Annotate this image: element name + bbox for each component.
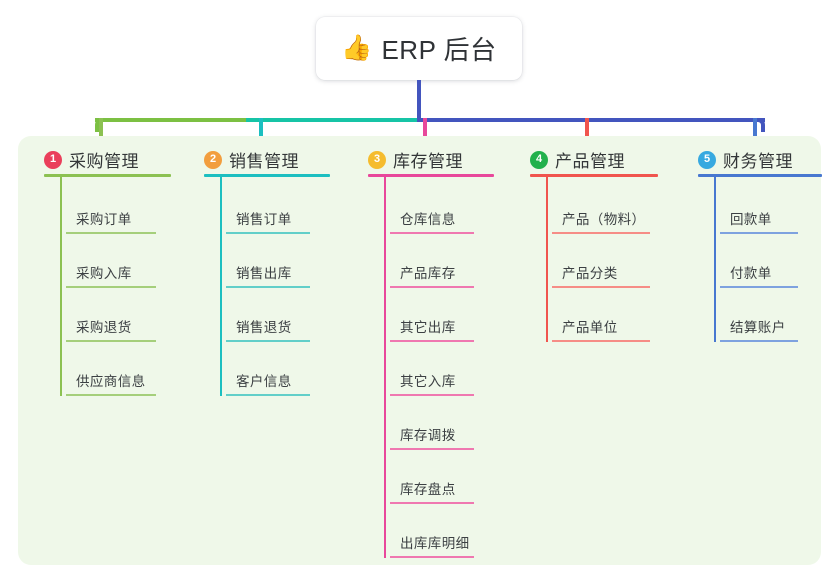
leaf-node-label: 销售退货 — [236, 320, 292, 335]
leaf-node[interactable]: 库存调拨 — [390, 420, 474, 450]
leaf-node-label: 采购入库 — [76, 266, 132, 281]
leaf-node-rule — [390, 286, 474, 288]
leaf-node-rule — [390, 502, 474, 504]
distribution-bar-right-elbow — [751, 118, 765, 132]
leaf-node[interactable]: 其它入库 — [390, 366, 474, 396]
leaf-node-rule — [66, 286, 156, 288]
leaf-node[interactable]: 仓库信息 — [390, 204, 474, 234]
leaf-node-rule — [552, 340, 650, 342]
leaf-node-rule — [66, 232, 156, 234]
branch-header-rule — [368, 174, 494, 177]
leaf-node[interactable]: 采购退货 — [66, 312, 156, 342]
leaf-node-rule — [226, 394, 310, 396]
branch-header-rule — [44, 174, 171, 177]
branches-panel: 1 采购管理采购订单采购入库采购退货供应商信息 2 销售管理销售订单销售出库销售退货客… — [18, 136, 822, 565]
leaf-node[interactable]: 供应商信息 — [66, 366, 156, 396]
leaf-node-label: 产品单位 — [562, 320, 618, 335]
leaf-node-label: 结算账户 — [730, 320, 786, 335]
leaf-node-label: 仓库信息 — [400, 212, 456, 227]
leaf-node[interactable]: 销售订单 — [226, 204, 310, 234]
leaf-node[interactable]: 结算账户 — [720, 312, 798, 342]
branch-title: 产品管理 — [555, 152, 625, 171]
leaf-node-label: 产品库存 — [400, 266, 456, 281]
leaf-node-label: 库存盘点 — [400, 482, 456, 497]
leaf-node-rule — [720, 232, 798, 234]
leaf-node-rule — [226, 340, 310, 342]
leaf-node-label: 付款单 — [730, 266, 772, 281]
thumbs-up-icon: 👍 — [341, 34, 373, 62]
leaf-node-rule — [66, 394, 156, 396]
branch-badge-number: 2 — [204, 150, 222, 169]
leaf-node-rule — [390, 232, 474, 234]
leaf-node-label: 其它入库 — [400, 374, 456, 389]
distribution-bar-blue-segment — [417, 118, 765, 122]
leaf-node[interactable]: 产品（物料） — [552, 204, 650, 234]
branch-title: 采购管理 — [69, 152, 139, 171]
leaf-node-label: 采购退货 — [76, 320, 132, 335]
branch-badge-number: 5 — [698, 150, 716, 169]
distribution-bar-teal-segment — [246, 118, 419, 122]
leaf-node-rule — [720, 340, 798, 342]
root-node-title: ERP 后台 — [381, 35, 497, 65]
branch-badge-number: 1 — [44, 150, 62, 169]
leaf-node[interactable]: 库存盘点 — [390, 474, 474, 504]
root-trunk-connector — [417, 80, 421, 120]
leaf-node-rule — [226, 286, 310, 288]
leaf-node-label: 出库库明细 — [400, 536, 470, 551]
leaf-node-rule — [390, 448, 474, 450]
branch-header-rule — [530, 174, 658, 177]
branch-title: 财务管理 — [723, 152, 793, 171]
leaf-node-rule — [390, 556, 474, 558]
leaf-node[interactable]: 销售退货 — [226, 312, 310, 342]
branch-title: 销售管理 — [229, 152, 299, 171]
branch-stem — [384, 176, 386, 558]
branch-stem — [546, 176, 548, 342]
leaf-node-label: 销售订单 — [236, 212, 292, 227]
leaf-node[interactable]: 产品库存 — [390, 258, 474, 288]
leaf-node[interactable]: 客户信息 — [226, 366, 310, 396]
branch-title: 库存管理 — [393, 152, 463, 171]
root-node-erp-backend[interactable]: 👍 ERP 后台 — [316, 17, 522, 80]
leaf-node[interactable]: 出库库明细 — [390, 528, 474, 558]
branch-stem — [60, 176, 62, 396]
leaf-node-rule — [66, 340, 156, 342]
leaf-node[interactable]: 产品单位 — [552, 312, 650, 342]
branch-header-4[interactable]: 4 产品管理 — [530, 147, 625, 172]
leaf-node[interactable]: 采购入库 — [66, 258, 156, 288]
branch-header-1[interactable]: 1 采购管理 — [44, 147, 139, 172]
leaf-node[interactable]: 销售出库 — [226, 258, 310, 288]
branch-header-rule — [204, 174, 330, 177]
leaf-node-label: 其它出库 — [400, 320, 456, 335]
leaf-node-rule — [390, 340, 474, 342]
leaf-node-label: 客户信息 — [236, 374, 292, 389]
branch-header-2[interactable]: 2 销售管理 — [204, 147, 299, 172]
leaf-node[interactable]: 回款单 — [720, 204, 798, 234]
leaf-node-label: 供应商信息 — [76, 374, 146, 389]
branch-header-rule — [698, 174, 822, 177]
leaf-node-label: 产品（物料） — [562, 212, 646, 227]
leaf-node[interactable]: 付款单 — [720, 258, 798, 288]
branch-badge-number: 4 — [530, 150, 548, 169]
leaf-node-rule — [720, 286, 798, 288]
branch-stem — [714, 176, 716, 342]
leaf-node-label: 销售出库 — [236, 266, 292, 281]
branch-header-5[interactable]: 5 财务管理 — [698, 147, 793, 172]
leaf-node-rule — [552, 286, 650, 288]
leaf-node-label: 库存调拨 — [400, 428, 456, 443]
distribution-bar-green-segment — [95, 118, 248, 122]
branch-badge-number: 3 — [368, 150, 386, 169]
branch-header-3[interactable]: 3 库存管理 — [368, 147, 463, 172]
leaf-node-rule — [552, 232, 650, 234]
leaf-node-label: 回款单 — [730, 212, 772, 227]
leaf-node-rule — [226, 232, 310, 234]
branch-stem — [220, 176, 222, 396]
leaf-node[interactable]: 采购订单 — [66, 204, 156, 234]
leaf-node[interactable]: 产品分类 — [552, 258, 650, 288]
leaf-node-label: 产品分类 — [562, 266, 618, 281]
leaf-node[interactable]: 其它出库 — [390, 312, 474, 342]
leaf-node-rule — [390, 394, 474, 396]
leaf-node-label: 采购订单 — [76, 212, 132, 227]
